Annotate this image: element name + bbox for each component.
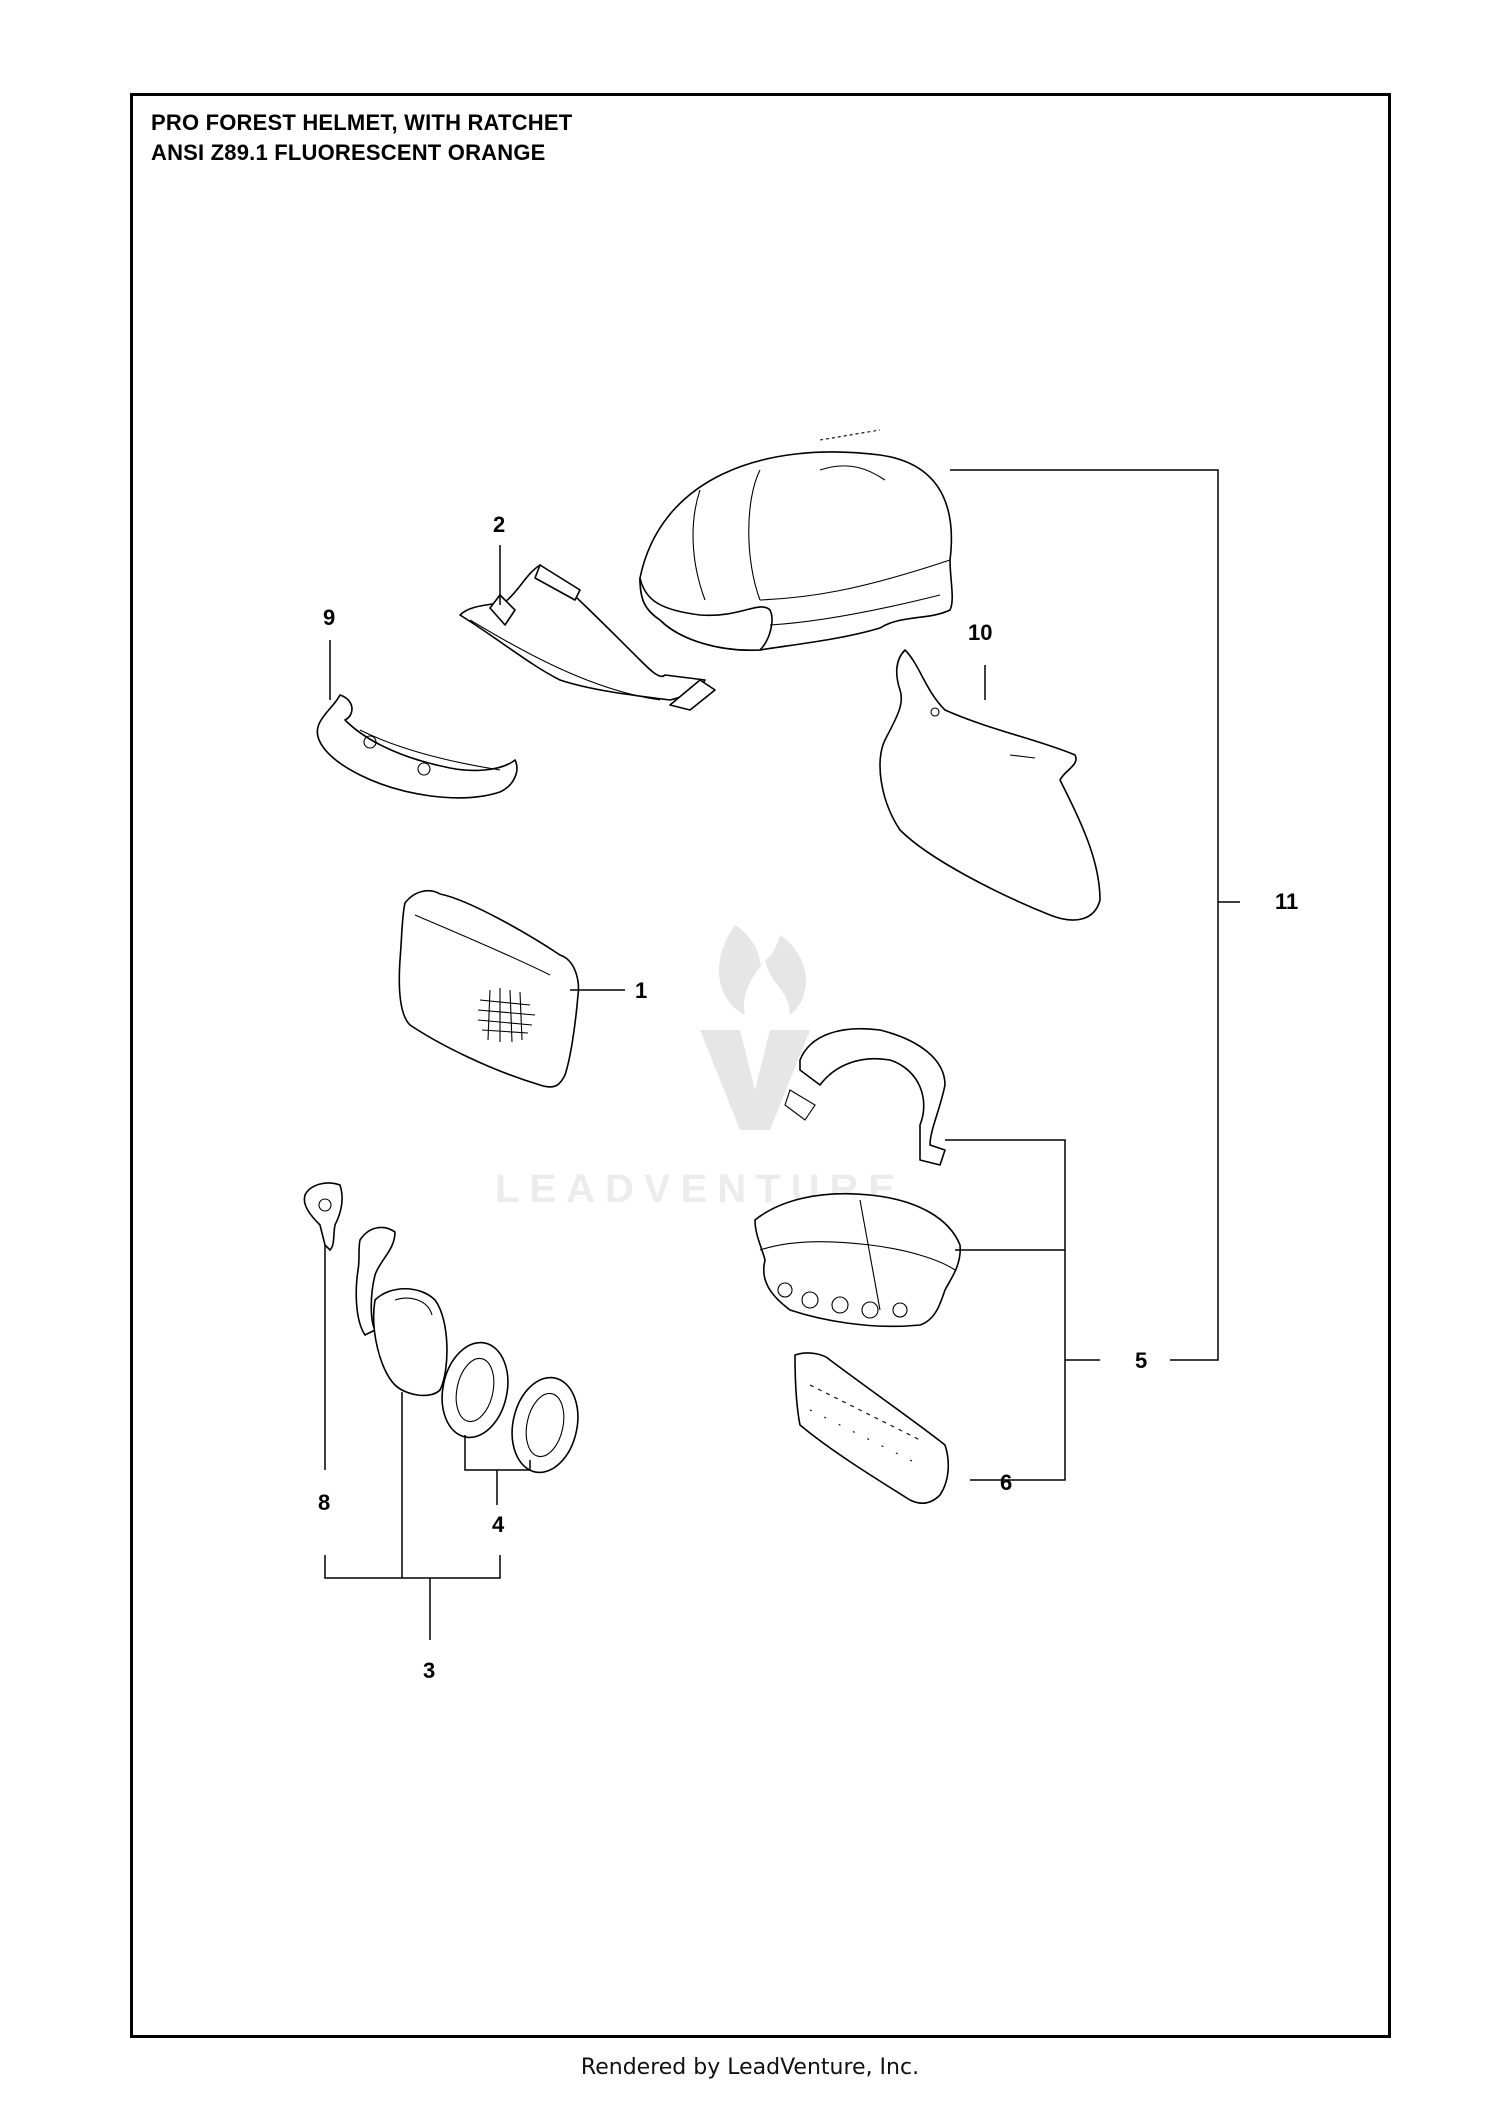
callout-1: 1 [635, 978, 647, 1003]
callout-8: 8 [318, 1490, 330, 1515]
watermark-v-icon [700, 1030, 810, 1130]
part-visor-bracket [459, 564, 716, 711]
part-mesh-visor [398, 889, 580, 1088]
part-ear-muff-bracket [303, 1182, 343, 1251]
leader-lines [324, 469, 1240, 1640]
callout-10: 10 [968, 620, 992, 645]
part-helmet-shell [639, 429, 953, 652]
diagram-subtitle: ANSI Z89.1 FLUORESCENT ORANGE [151, 140, 546, 165]
part-sweatband [794, 1352, 950, 1505]
callout-9: 9 [323, 605, 335, 630]
callout-5: 5 [1135, 1348, 1147, 1373]
callout-2: 2 [493, 512, 505, 537]
part-ratchet-headband [754, 1192, 961, 1328]
callout-4: 4 [492, 1512, 505, 1537]
part-suspension-strap [784, 1028, 946, 1166]
callout-11: 11 [1275, 889, 1298, 914]
callout-3: 3 [423, 1658, 435, 1683]
part-ear-cushions [441, 1341, 579, 1474]
mesh-grid [477, 988, 536, 1043]
part-visor-shade [316, 694, 518, 799]
diagram-border [130, 93, 1391, 2038]
diagram-title: PRO FOREST HELMET, WITH RATCHET [151, 110, 573, 135]
callout-6: 6 [1000, 1470, 1012, 1495]
part-neck-shield [879, 649, 1101, 921]
footer-credit: Rendered by LeadVenture, Inc. [580, 2055, 920, 2080]
watermark-flame-icon [718, 925, 807, 1015]
part-ear-muff-arm [355, 1226, 448, 1397]
